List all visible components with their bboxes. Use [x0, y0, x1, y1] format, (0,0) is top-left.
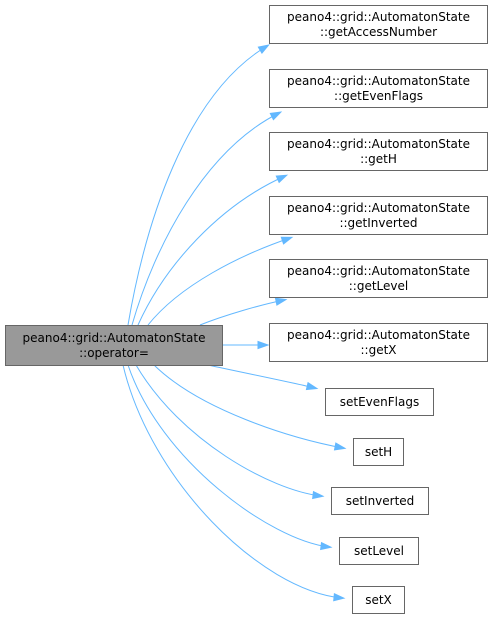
node-box[interactable]: [269, 259, 488, 298]
edge-arrowhead: [269, 111, 283, 121]
node-label-line: peano4::grid::AutomatonState: [287, 328, 470, 342]
node-label-line: peano4::grid::AutomatonState: [287, 264, 470, 278]
node-label-line: ::getEvenFlags: [334, 89, 423, 103]
node-box[interactable]: [352, 586, 405, 614]
node-label-line: ::operator=: [79, 346, 149, 360]
call-edge: [199, 299, 285, 326]
call-edge: [127, 45, 268, 326]
call-edge: [127, 364, 330, 548]
node-label-line: ::getInverted: [339, 216, 417, 230]
edge-arrowhead: [320, 541, 333, 551]
edge-arrowhead: [274, 297, 288, 306]
callee-function-node[interactable]: setH: [353, 438, 404, 466]
edge-arrowhead: [312, 490, 325, 500]
callee-function-node[interactable]: setLevel: [339, 537, 419, 565]
edge-arrowhead: [280, 236, 294, 245]
node-label-line: setX: [365, 593, 392, 607]
node-label-line: peano4::grid::AutomatonState: [287, 10, 470, 24]
edge-arrowhead: [275, 174, 289, 184]
graph-nodes: peano4::grid::AutomatonState::operator=p…: [5, 5, 488, 614]
node-box[interactable]: [269, 69, 488, 108]
node-box[interactable]: [325, 388, 434, 416]
call-edge: [131, 112, 280, 326]
call-edge: [135, 364, 322, 497]
callee-function-node[interactable]: peano4::grid::AutomatonState::getLevel: [269, 259, 488, 298]
node-label-line: ::getH: [360, 152, 397, 166]
call-edge: [147, 237, 291, 326]
node-box[interactable]: [269, 5, 488, 44]
callee-function-node[interactable]: setX: [352, 586, 405, 614]
node-label-line: peano4::grid::AutomatonState: [23, 331, 206, 345]
node-box[interactable]: [269, 323, 488, 362]
call-edge: [153, 364, 344, 449]
node-box[interactable]: [269, 132, 488, 171]
callee-function-node[interactable]: peano4::grid::AutomatonState::getInverte…: [269, 196, 488, 235]
node-label-line: setInverted: [346, 494, 415, 508]
node-box[interactable]: [331, 487, 429, 515]
node-label-line: setH: [365, 445, 392, 459]
callee-function-node[interactable]: peano4::grid::AutomatonState::getX: [269, 323, 488, 362]
node-label-line: ::getLevel: [349, 279, 408, 293]
edge-arrowhead: [333, 442, 347, 451]
node-label-line: setEvenFlags: [340, 395, 419, 409]
edge-arrowhead: [257, 340, 270, 350]
node-label-line: setLevel: [354, 544, 404, 558]
node-box[interactable]: [353, 438, 404, 466]
edge-arrowhead: [305, 381, 319, 391]
node-box[interactable]: [5, 325, 223, 366]
edge-arrowhead: [257, 44, 271, 54]
call-edge: [122, 364, 343, 599]
node-label-line: ::getX: [360, 343, 396, 357]
edge-arrowhead: [333, 592, 346, 602]
node-label-line: peano4::grid::AutomatonState: [287, 137, 470, 151]
node-label-line: ::getAccessNumber: [320, 25, 437, 39]
callee-function-node[interactable]: setEvenFlags: [325, 388, 434, 416]
node-box[interactable]: [269, 196, 488, 235]
node-label-line: peano4::grid::AutomatonState: [287, 74, 470, 88]
node-box[interactable]: [339, 537, 419, 565]
callee-function-node[interactable]: peano4::grid::AutomatonState::getEvenFla…: [269, 69, 488, 108]
node-label-line: peano4::grid::AutomatonState: [287, 201, 470, 215]
call-edge: [207, 364, 316, 389]
callee-function-node[interactable]: setInverted: [331, 487, 429, 515]
callee-function-node[interactable]: peano4::grid::AutomatonState::getAccessN…: [269, 5, 488, 44]
callee-function-node[interactable]: peano4::grid::AutomatonState::getH: [269, 132, 488, 171]
call-edge: [137, 175, 286, 326]
root-function-node[interactable]: peano4::grid::AutomatonState::operator=: [5, 325, 223, 366]
call-edges: [122, 44, 347, 602]
